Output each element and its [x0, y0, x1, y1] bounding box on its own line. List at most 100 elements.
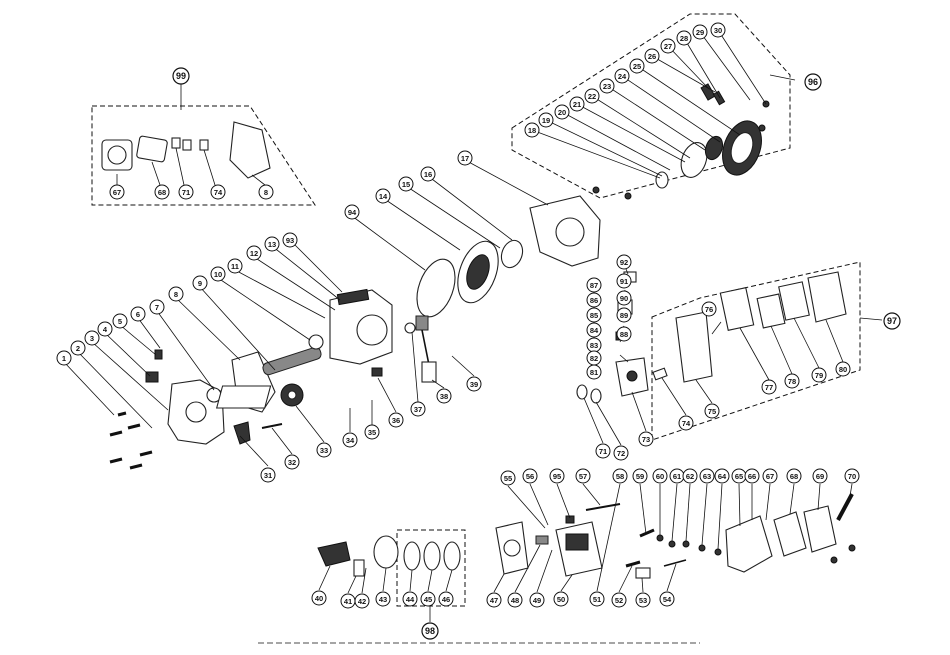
- head-gasket-bore: [503, 539, 521, 557]
- callout-88: 88: [616, 326, 632, 342]
- svg-text:42: 42: [358, 597, 366, 606]
- svg-text:85: 85: [590, 311, 598, 320]
- small-gasket-a: [171, 137, 181, 149]
- svg-text:77: 77: [765, 383, 773, 392]
- callout-87: 87: [586, 277, 602, 293]
- callout-82: 82: [586, 350, 602, 366]
- callout-98: 98: [421, 622, 439, 640]
- callout-46: 46: [438, 591, 454, 607]
- svg-text:70: 70: [848, 472, 856, 481]
- callout-92: 92: [616, 254, 632, 270]
- svg-text:71: 71: [182, 188, 190, 197]
- svg-text:44: 44: [406, 595, 415, 604]
- callout-69: 69: [812, 468, 828, 484]
- ignition-coil: [415, 315, 429, 331]
- svg-text:98: 98: [425, 626, 435, 636]
- callout-2: 2: [70, 340, 86, 356]
- callout-13: 13: [264, 236, 280, 252]
- pawl: [712, 90, 726, 106]
- svg-text:4: 4: [103, 325, 108, 334]
- crankshaft: [262, 346, 322, 376]
- callout-67: 67: [762, 468, 778, 484]
- callout-1: 1: [56, 350, 72, 366]
- governor-part: [145, 371, 159, 383]
- svg-text:74: 74: [682, 419, 691, 428]
- block-fins: [336, 288, 370, 306]
- callout-6: 6: [130, 306, 146, 322]
- svg-text:10: 10: [214, 270, 222, 279]
- svg-text:37: 37: [414, 405, 422, 414]
- connecting-rod: [317, 541, 351, 567]
- svg-text:14: 14: [379, 192, 388, 201]
- callout-74: 74: [678, 415, 694, 431]
- gasket-kit-outline: [91, 105, 316, 206]
- svg-text:92: 92: [620, 258, 628, 267]
- svg-text:57: 57: [579, 472, 587, 481]
- svg-text:55: 55: [504, 474, 512, 483]
- svg-text:29: 29: [696, 28, 704, 37]
- callout-49: 49: [529, 592, 545, 608]
- callout-56: 56: [522, 468, 538, 484]
- valve-plate: [635, 567, 651, 579]
- callout-15: 15: [398, 176, 414, 192]
- callout-51: 51: [589, 591, 605, 607]
- blower-opening: [555, 217, 585, 247]
- small-gasket-c: [199, 139, 209, 151]
- callout-99: 99: [172, 67, 190, 85]
- callout-97: 97: [883, 312, 901, 330]
- bolt: [139, 450, 153, 457]
- svg-text:81: 81: [590, 368, 598, 377]
- push-rod: [585, 503, 621, 511]
- svg-text:12: 12: [250, 249, 258, 258]
- svg-text:68: 68: [790, 472, 798, 481]
- svg-text:31: 31: [264, 471, 272, 480]
- valve-b: [639, 528, 655, 538]
- svg-text:13: 13: [268, 240, 276, 249]
- callout-59: 59: [632, 468, 648, 484]
- callout-63: 63: [699, 468, 715, 484]
- callout-39: 39: [466, 376, 482, 392]
- svg-text:24: 24: [618, 72, 627, 81]
- svg-text:5: 5: [118, 317, 122, 326]
- callout-50: 50: [553, 591, 569, 607]
- svg-text:80: 80: [839, 365, 847, 374]
- carb-bowl: [626, 370, 638, 382]
- valve-guide: [535, 535, 549, 545]
- svg-text:69: 69: [816, 472, 824, 481]
- svg-text:74: 74: [214, 188, 223, 197]
- callout-71: 71: [595, 443, 611, 459]
- svg-text:34: 34: [346, 436, 355, 445]
- callout-5: 5: [112, 313, 128, 329]
- callout-31: 31: [260, 467, 276, 483]
- callout-36: 36: [388, 412, 404, 428]
- svg-text:90: 90: [620, 294, 628, 303]
- foam-filter: [778, 281, 810, 321]
- callout-10: 10: [210, 266, 226, 282]
- svg-text:88: 88: [620, 330, 628, 339]
- recoil-cup: [655, 171, 669, 189]
- callout-41: 41: [340, 593, 356, 609]
- svg-text:38: 38: [440, 392, 448, 401]
- callout-11: 11: [227, 258, 243, 274]
- callout-19: 19: [538, 112, 554, 128]
- callout-64: 64: [714, 468, 730, 484]
- svg-text:9: 9: [198, 279, 202, 288]
- callout-89: 89: [616, 307, 632, 323]
- bolt: [127, 423, 141, 430]
- housing-bolt-b: [624, 192, 632, 200]
- svg-text:7: 7: [155, 303, 159, 312]
- svg-text:86: 86: [590, 296, 598, 305]
- svg-text:39: 39: [470, 380, 478, 389]
- svg-text:63: 63: [703, 472, 711, 481]
- svg-text:26: 26: [648, 52, 656, 61]
- svg-text:27: 27: [664, 42, 672, 51]
- svg-text:19: 19: [542, 116, 550, 125]
- head-fins: [565, 533, 589, 551]
- svg-text:67: 67: [113, 188, 121, 197]
- svg-text:1: 1: [62, 354, 66, 363]
- rocker-c: [682, 540, 690, 548]
- filter-element: [719, 287, 755, 331]
- small-gasket-b: [182, 139, 192, 151]
- parts: [101, 83, 856, 579]
- oil-sensor: [371, 367, 383, 377]
